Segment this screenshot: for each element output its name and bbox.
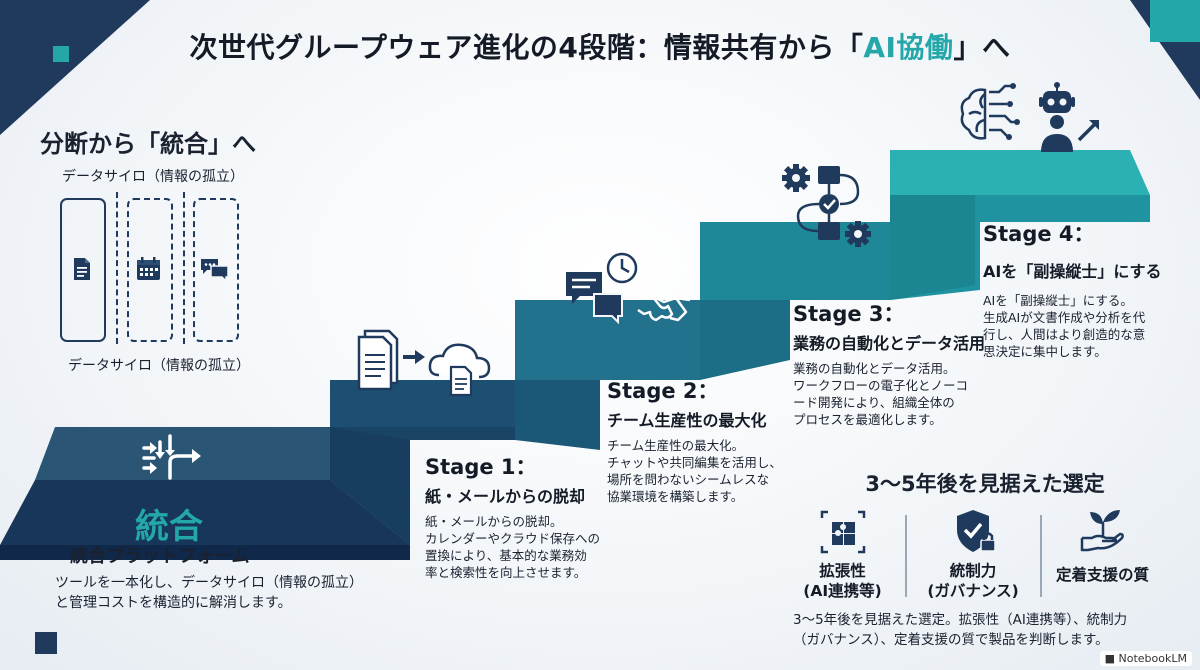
page-title: 次世代グループウェア進化の4段階：情報共有から「AI協働」へ <box>189 31 1011 64</box>
criterion-scalability: 拡張性(AI連携等) <box>803 562 882 600</box>
silo-calendar <box>127 198 173 342</box>
stage-2-text: Stage 2： チーム生産性の最大化 チーム生産性の最大化。チャットや共同編集… <box>607 379 782 504</box>
step-4-top <box>890 150 1150 195</box>
silo-divider <box>183 192 185 344</box>
silo-label-top: データサイロ（情報の孤立） <box>62 169 244 185</box>
stage-1-text: Stage 1： 紙・メールからの脱却 紙・メールからの脱却。カレンダーやクラウ… <box>425 455 601 580</box>
silo-divider <box>116 192 118 344</box>
step-base-front <box>0 480 410 545</box>
criteria-divider <box>1040 515 1042 597</box>
ai-brain-robot-icon <box>960 82 1099 152</box>
step-3-top <box>700 222 890 300</box>
puzzle-expand-icon <box>820 510 866 554</box>
documents-to-cloud-icon <box>357 329 491 397</box>
selection-heading: 3〜5年後を見据えた選定 <box>865 472 1105 496</box>
chat-icon <box>201 259 229 283</box>
chat-clock-handshake-icon <box>566 252 691 325</box>
selection-description: 3〜5年後を見据えた選定。拡張性（AI連携等）、統制力（ガバナンス）、定着支援の… <box>793 612 1128 648</box>
stage-4-text: Stage 4： AIを「副操縦士」にする AIを「副操縦士」にする。生成AIが… <box>983 222 1162 359</box>
hand-plant-icon <box>1080 510 1124 552</box>
criterion-adoption-support: 定着支援の質 <box>1055 566 1149 584</box>
merge-arrows-icon <box>142 434 201 480</box>
silo-chat <box>193 198 239 342</box>
base-description: ツールを一本化し、データサイロ（情報の孤立）と管理コストを構造的に解消します。 <box>55 575 363 611</box>
silo-document <box>60 198 106 342</box>
workflow-automation-icon <box>782 164 871 247</box>
step-3-front <box>700 300 790 380</box>
criteria-divider <box>905 515 907 597</box>
criterion-governance: 統制力(ガバナンス) <box>927 562 1019 600</box>
calendar-icon <box>137 257 160 280</box>
left-heading: 分断から「統合」へ <box>40 130 256 158</box>
step-1-front <box>330 427 410 545</box>
step-2-front <box>515 380 600 450</box>
document-icon <box>74 258 90 280</box>
stage-3-text: Stage 3： 業務の自動化とデータ活用 業務の自動化とデータ活用。ワークフロ… <box>793 302 986 427</box>
base-title: 統合 <box>135 507 203 547</box>
base-subtitle: 統合プラットフォーム <box>70 546 250 567</box>
shield-lock-icon <box>957 510 996 552</box>
silo-label-bottom: データサイロ（情報の孤立） <box>68 358 250 374</box>
notebooklm-watermark: ■ NotebookLM <box>1099 651 1192 666</box>
step-base-top <box>35 427 330 480</box>
